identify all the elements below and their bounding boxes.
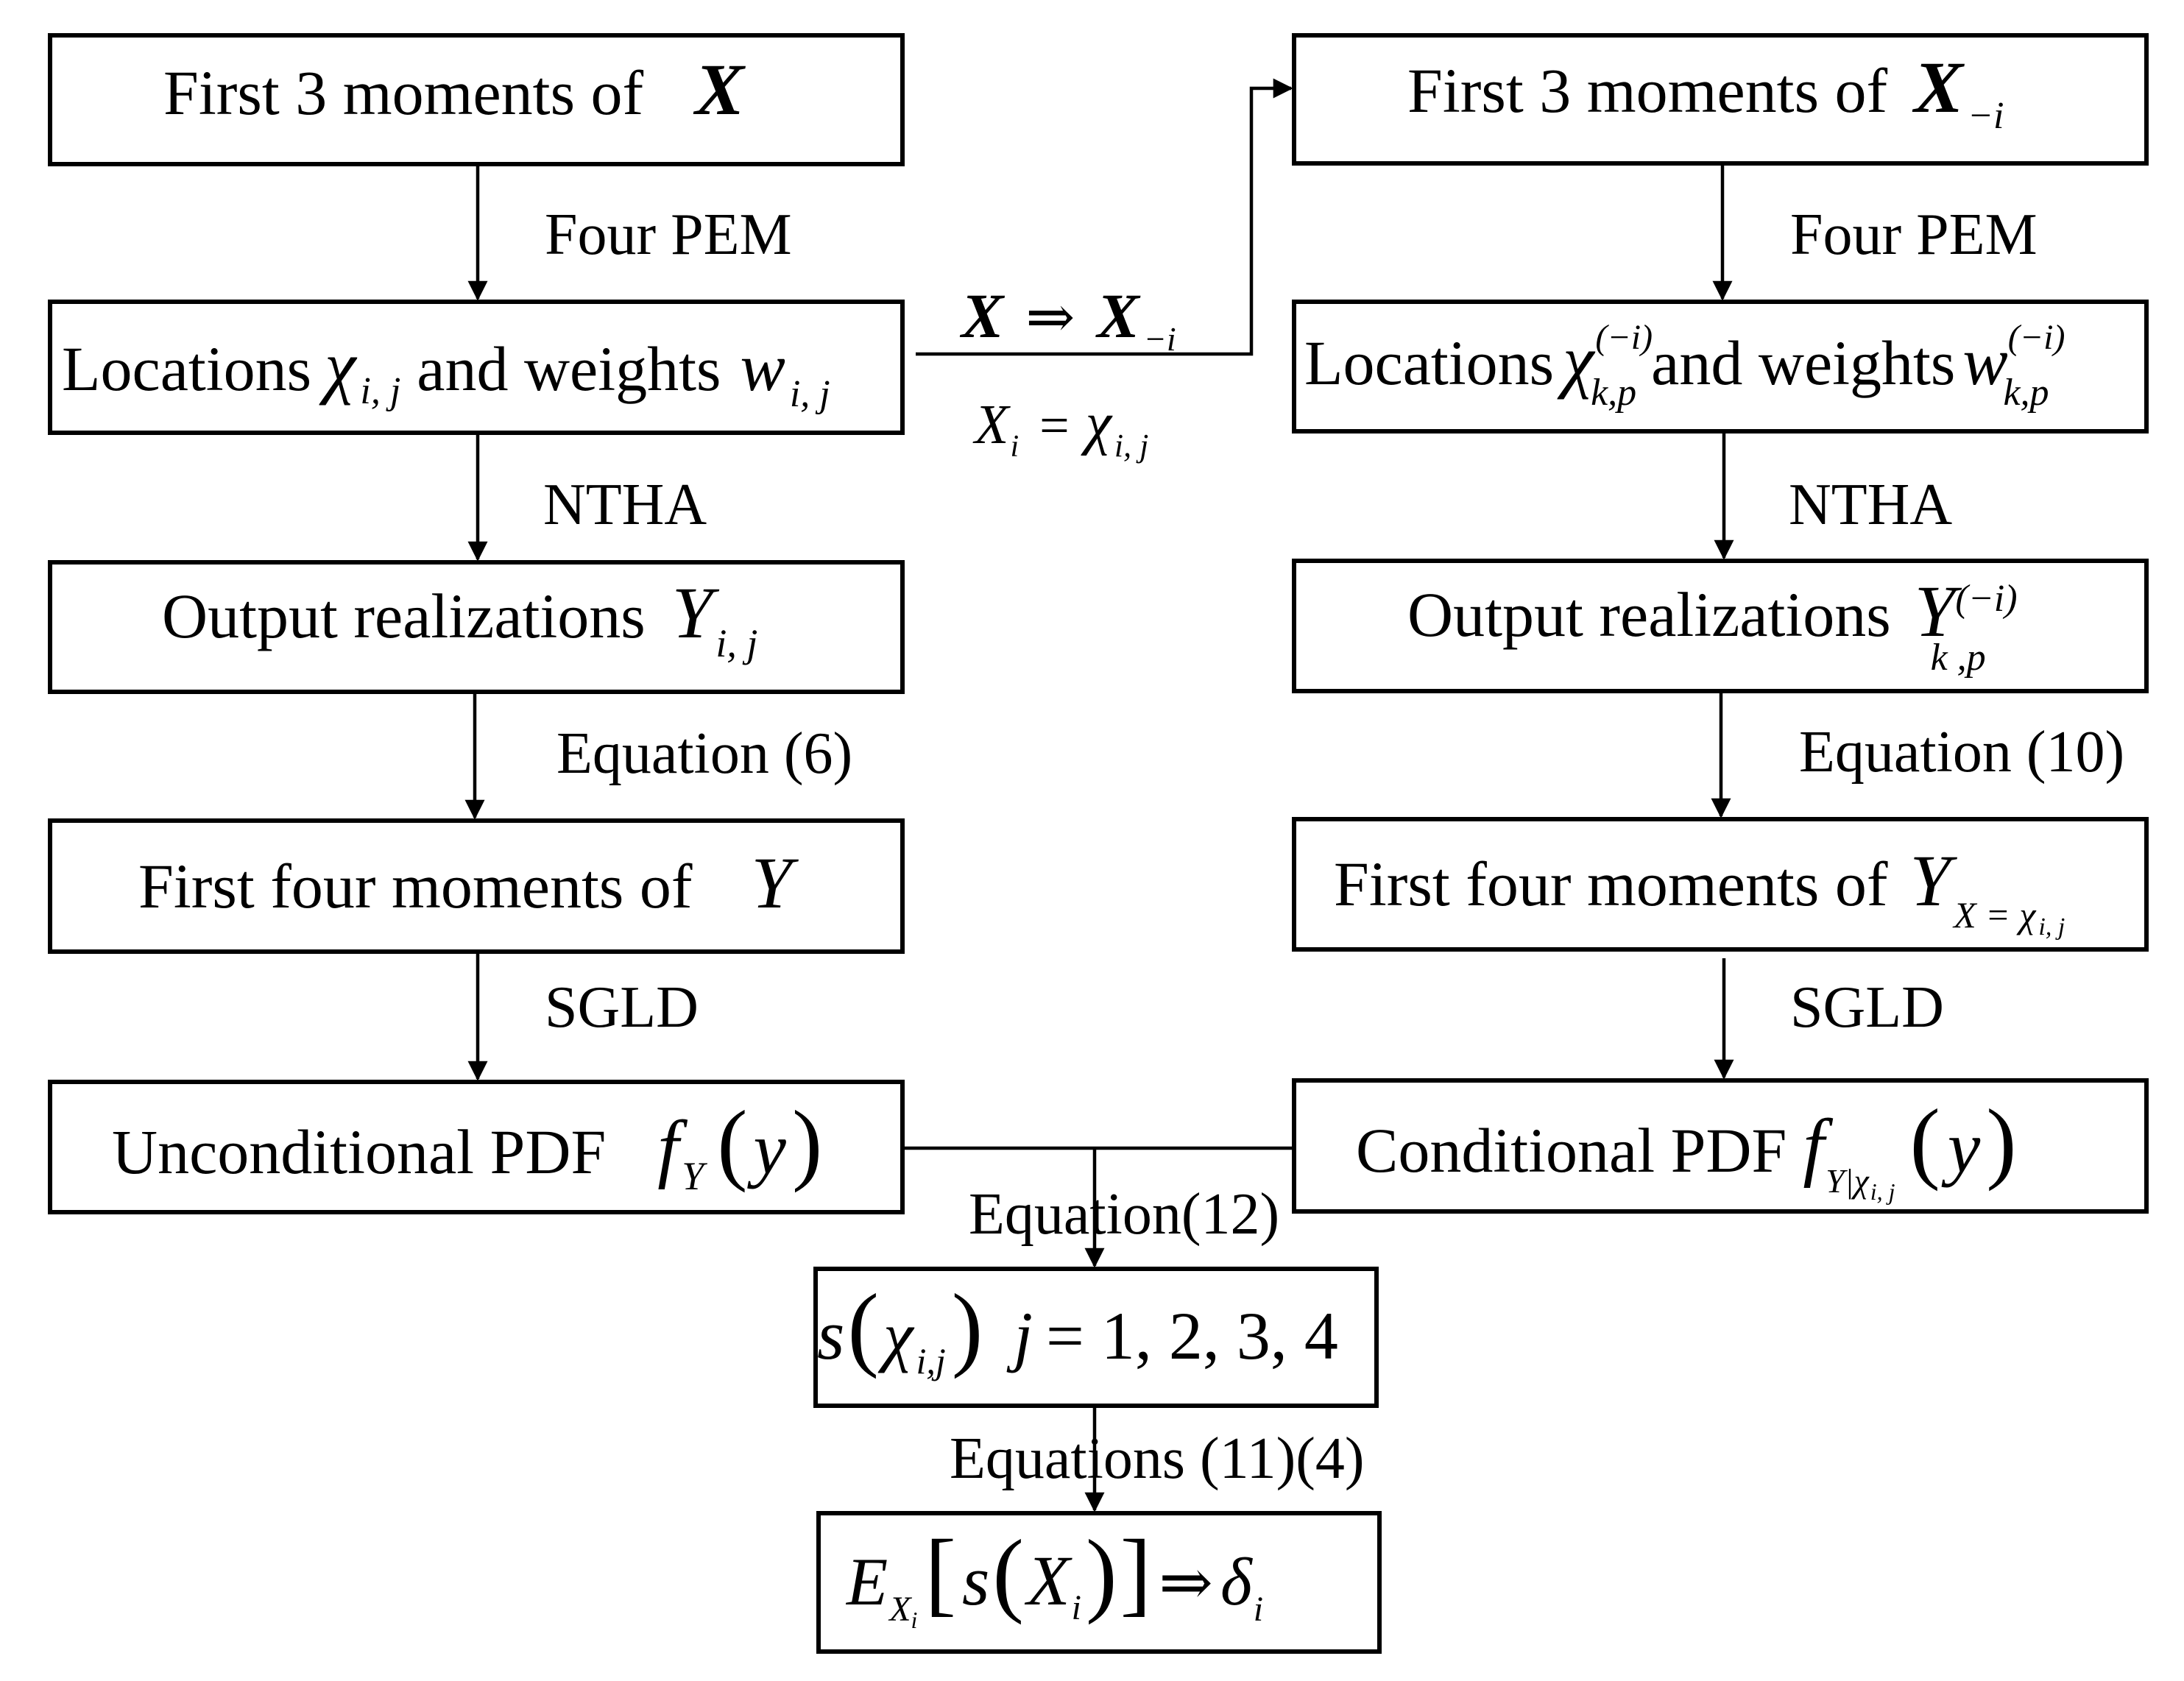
- connector-arrow: [916, 78, 1293, 356]
- left-edge-3-label: Equation (6): [556, 721, 852, 786]
- left-edge-4-label: SGLD: [545, 975, 699, 1040]
- left-box-2: [48, 300, 905, 435]
- left-edge-1-label: Four PEM: [545, 202, 792, 267]
- right-box-3: [1292, 559, 2149, 693]
- right-box-5: [1292, 1078, 2149, 1214]
- connector-bottom-label: Xi=χi, j: [972, 392, 1148, 464]
- right-edge-2-label: NTHA: [1789, 473, 1952, 537]
- bottom-edge-2-label: Equations (11)(4): [950, 1426, 1365, 1491]
- left-box-3: [48, 560, 905, 694]
- right-box-2: [1292, 300, 2149, 433]
- right-edge-3-label: Equation (10): [1799, 720, 2124, 785]
- left-box-4: [48, 818, 905, 954]
- right-edge-4-label: SGLD: [1790, 975, 1944, 1040]
- bottom-edge-1-label: Equation(12): [969, 1182, 1279, 1247]
- connector-top-label: X⇒X−i: [959, 280, 1176, 358]
- left-edge-2-label: NTHA: [543, 473, 707, 537]
- bottom-box-2: [816, 1511, 1382, 1654]
- bottom-box-2-text: EXi[s(Xi)]⇒δi: [845, 1521, 1263, 1633]
- bottom-box-1-text: s(χi,j)j= 1, 2, 3, 4: [817, 1275, 1338, 1381]
- left-box-1: [48, 33, 905, 166]
- right-box-4: [1292, 817, 2149, 952]
- right-box-1: [1292, 33, 2149, 166]
- bottom-box-1: [813, 1267, 1379, 1408]
- right-edge-1-label: Four PEM: [1790, 202, 2038, 267]
